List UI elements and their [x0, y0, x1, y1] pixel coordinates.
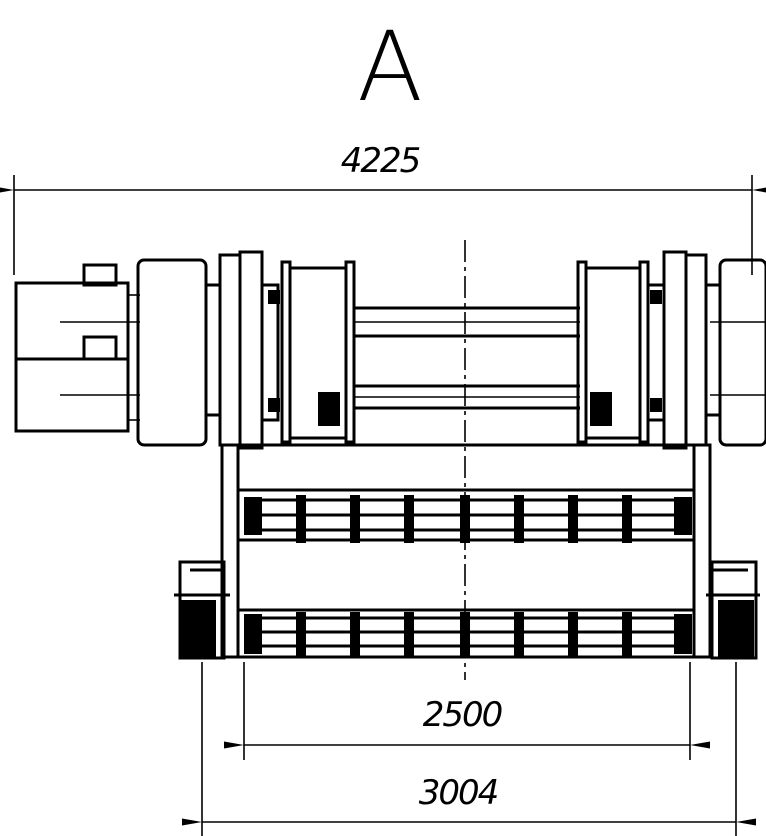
- left-wheel: [174, 560, 230, 660]
- right-drum: [710, 258, 766, 447]
- left-coupling: [218, 250, 280, 450]
- right-drum-flange: [576, 260, 650, 444]
- overall-width-value: 4225: [341, 141, 420, 181]
- right-coupling: [646, 250, 722, 450]
- overall-width-dimension: 4225: [0, 141, 766, 275]
- wheel-span-dimension: 3004: [182, 662, 756, 836]
- left-drum: [136, 258, 222, 447]
- wheel-span-value: 3004: [419, 773, 498, 813]
- rail-gauge-value: 2500: [423, 695, 502, 735]
- left-drum-flange: [280, 260, 356, 444]
- right-wheel: [706, 560, 760, 660]
- upper-pulley-block: [244, 495, 692, 543]
- view-label: A: [357, 11, 423, 123]
- motor: [14, 263, 140, 433]
- rail-gauge-dimension: 2500: [224, 662, 710, 760]
- lower-pulley-block: [244, 612, 692, 658]
- drum-shaft: [354, 306, 580, 410]
